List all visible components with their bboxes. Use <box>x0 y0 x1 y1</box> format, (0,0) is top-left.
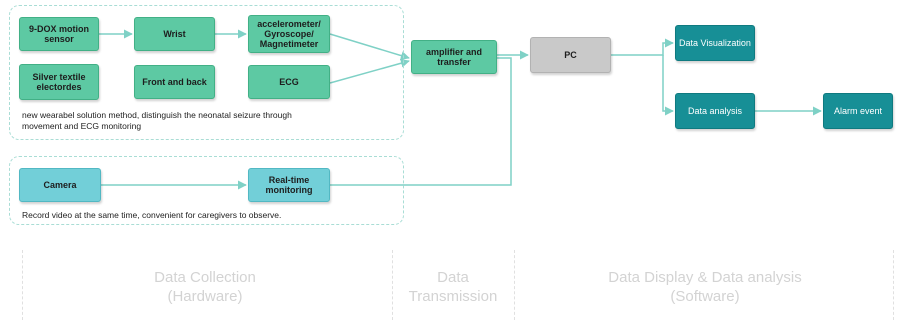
node-label: Alarm event <box>833 106 883 116</box>
arrow-pc-to-analysis <box>662 55 674 116</box>
line-realtime-to-amplifier <box>330 57 512 186</box>
wearable-description: new wearabel solution method, distinguis… <box>22 110 292 131</box>
node-label: Front and back <box>142 77 207 87</box>
node-label: Wrist <box>163 29 186 39</box>
node-data-visualization: Data Visualization <box>675 25 755 61</box>
node-9dox-motion-sensor: 9-DOX motion sensor <box>19 17 99 51</box>
arrow-accel-to-amplifier <box>329 33 410 60</box>
phase-label-data-transmission: Data Transmission <box>408 269 498 305</box>
phase-divider-left <box>22 250 23 320</box>
node-label: Real-time monitoring <box>265 175 313 195</box>
node-camera: Camera <box>19 168 101 202</box>
node-label: ECG <box>279 77 299 87</box>
phase-divider-right <box>893 250 894 320</box>
node-data-analysis: Data analysis <box>675 93 755 129</box>
node-silver-textile-electrodes: Silver textile electordes <box>19 64 99 100</box>
node-accelerometer: accelerometer/ Gyroscope/ Magnetimeter <box>248 15 330 53</box>
node-label: accelerometer/ Gyroscope/ Magnetimeter <box>257 19 321 49</box>
node-pc: PC <box>530 37 611 73</box>
phase-divider-transmission-display <box>514 250 515 320</box>
node-alarm-event: Alarm event <box>823 93 893 129</box>
node-label: Data Visualization <box>679 38 751 48</box>
node-label: Silver textile electordes <box>32 72 86 92</box>
arrow-ecg-to-amplifier <box>329 58 410 84</box>
phase-label-data-collection: Data Collection (Hardware) <box>154 269 256 305</box>
node-label: PC <box>564 50 577 60</box>
phase-divider-collection-transmission <box>392 250 393 320</box>
camera-group <box>9 156 404 225</box>
node-label: amplifier and transfer <box>425 47 482 67</box>
wearable-group <box>9 5 404 140</box>
node-label: 9-DOX motion sensor <box>29 24 89 44</box>
node-front-and-back: Front and back <box>134 65 215 99</box>
video-description: Record video at the same time, convenien… <box>22 210 282 220</box>
node-label: Data analysis <box>687 106 743 116</box>
node-realtime-monitoring: Real-time monitoring <box>248 168 330 202</box>
phase-label-data-display: Data Display & Data analysis (Software) <box>608 269 802 305</box>
arrow-pc-to-visualization <box>611 38 674 56</box>
node-ecg: ECG <box>248 65 330 99</box>
node-wrist: Wrist <box>134 17 215 51</box>
node-label: Camera <box>43 180 77 190</box>
node-amplifier-and-transfer: amplifier and transfer <box>411 40 497 74</box>
